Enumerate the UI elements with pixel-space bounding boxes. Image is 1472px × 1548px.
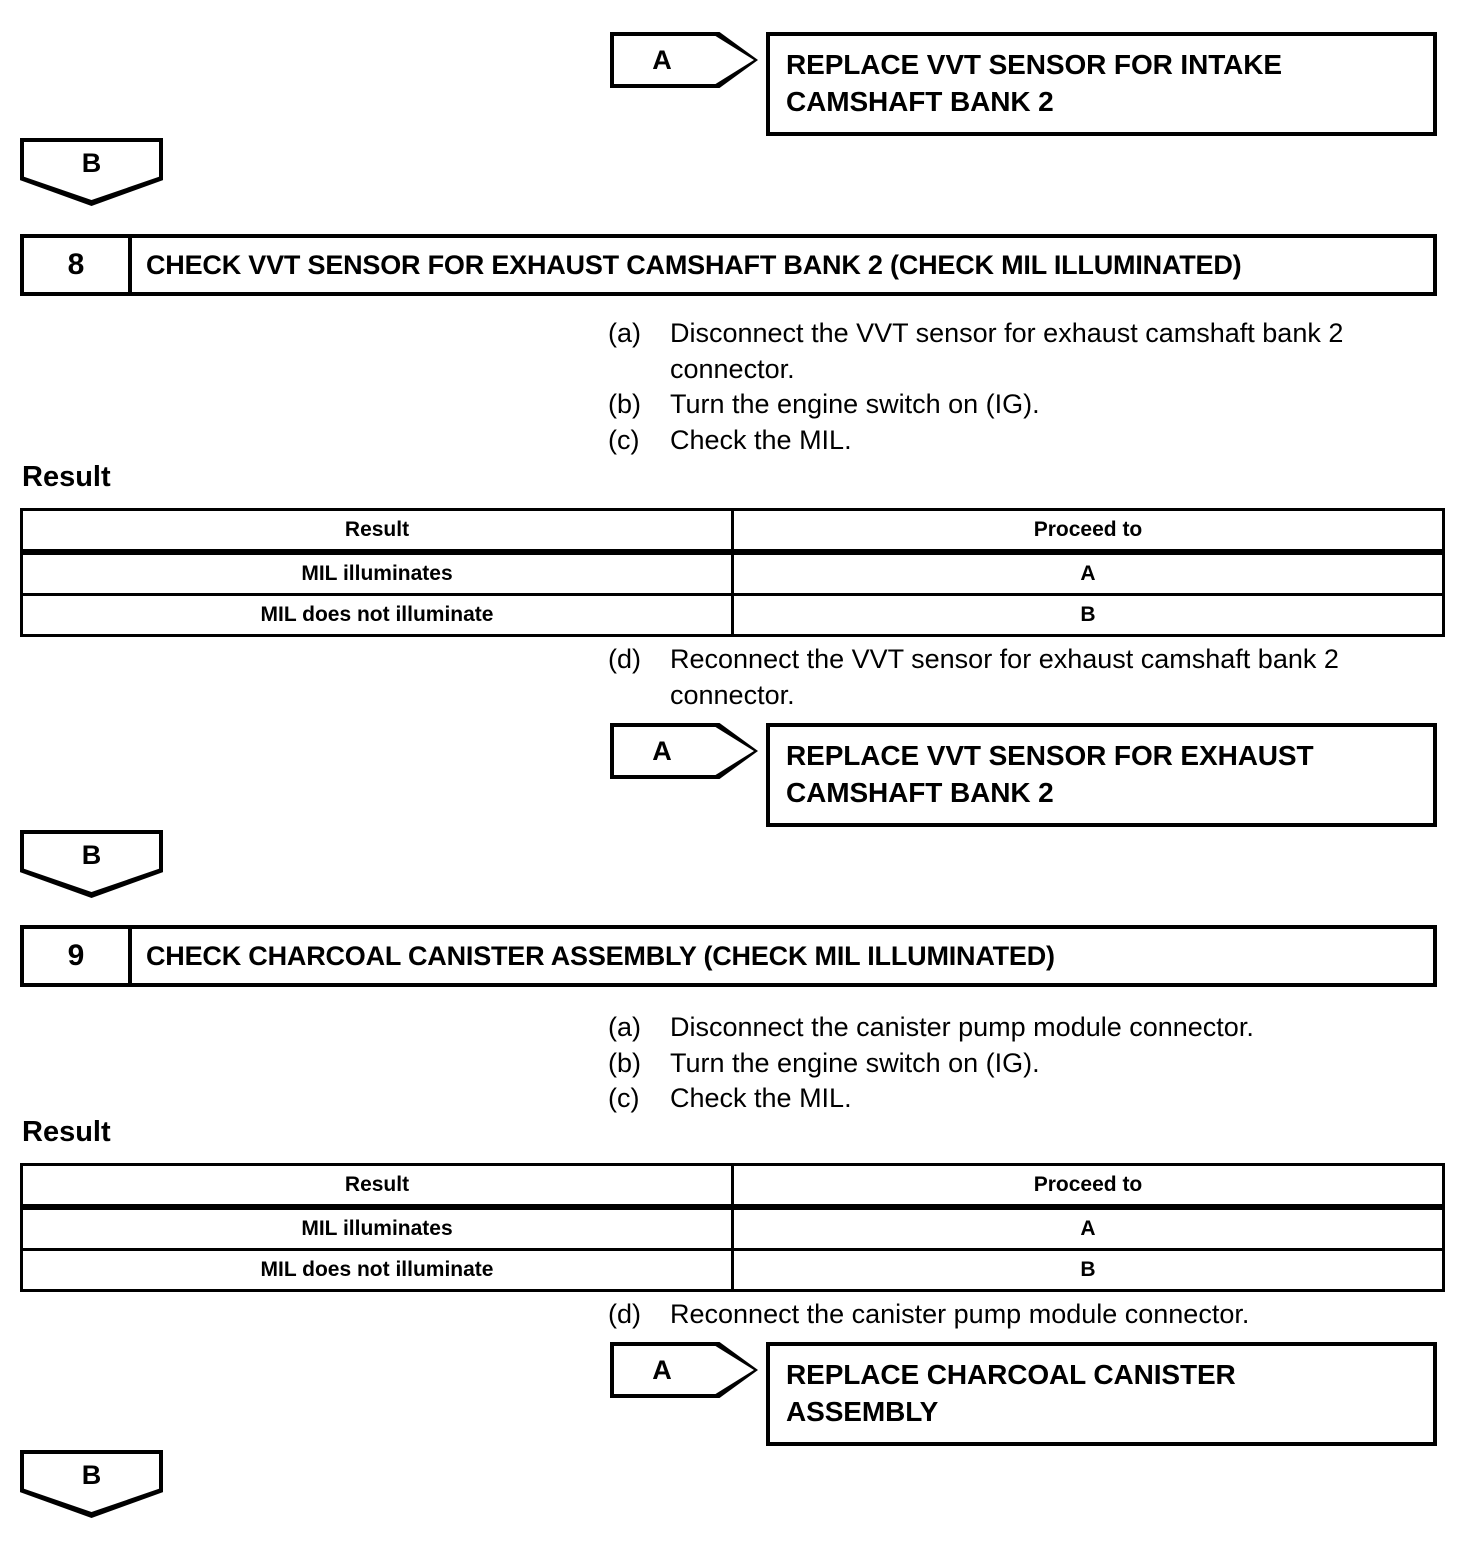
cell-result: MIL illuminates [20, 552, 734, 596]
column-header-result: Result [20, 1163, 734, 1207]
connector-a-label: A [652, 736, 672, 766]
table-row: MIL does not illuminate B [20, 1248, 1445, 1292]
step-9-post-instruction: (d) Reconnect the canister pump module c… [608, 1297, 1448, 1333]
table-header-row: Result Proceed to [20, 508, 1445, 552]
step-8-result-table: Result Proceed to MIL illuminates A MIL … [20, 508, 1445, 637]
step-9-result-table: Result Proceed to MIL illuminates A MIL … [20, 1163, 1445, 1292]
instruction-item: (a) Disconnect the canister pump module … [608, 1010, 1448, 1046]
instruction-marker: (a) [608, 318, 641, 348]
instruction-item: (b) Turn the engine switch on (IG). [608, 387, 1448, 423]
table-double-rule [21, 549, 1444, 554]
connector-b-top-label: B [81, 148, 102, 178]
cell-proceed: A [731, 552, 1445, 596]
double-rule-right [732, 1204, 1444, 1209]
instruction-text: Check the MIL. [670, 1083, 852, 1114]
replace-canister-box: REPLACE CHARCOAL CANISTER ASSEMBLY [766, 1342, 1437, 1446]
instruction-marker: (d) [608, 1299, 641, 1329]
step-8-result-caption: Result [22, 461, 111, 493]
instruction-item: (c) Check the MIL. [608, 423, 1448, 459]
table-row: MIL illuminates A [20, 1207, 1445, 1251]
table-row: MIL does not illuminate B [20, 593, 1445, 637]
replace-intake-line2: CAMSHAFT BANK 2 [786, 85, 1054, 117]
replace-exhaust-block: A REPLACE VVT SENSOR FOR EXHAUST CAMSHAF… [610, 723, 1437, 827]
cell-result: MIL does not illuminate [20, 1248, 734, 1292]
step-8-instructions: (a) Disconnect the VVT sensor for exhaus… [608, 316, 1448, 459]
instruction-text: Reconnect the canister pump module conne… [670, 1299, 1250, 1329]
step-8-title: CHECK VVT SENSOR FOR EXHAUST CAMSHAFT BA… [146, 249, 1242, 280]
instruction-text: Check the MIL. [670, 424, 852, 455]
connector-b-bottom-label: B [81, 1460, 102, 1490]
double-rule-right [732, 549, 1444, 554]
connector-b-bottom-icon[interactable]: B [20, 1450, 163, 1518]
step-9-result-caption: Result [22, 1116, 111, 1148]
instruction-text: Turn the engine switch on (IG). [670, 389, 1040, 420]
step-8-header: 8 CHECK VVT SENSOR FOR EXHAUST CAMSHAFT … [20, 234, 1437, 296]
column-header-proceed: Proceed to [731, 1163, 1445, 1207]
cell-result: MIL does not illuminate [20, 593, 734, 637]
instruction-item: (d) Reconnect the canister pump module c… [608, 1297, 1448, 1333]
column-header-proceed: Proceed to [731, 508, 1445, 552]
instruction-text: Disconnect the canister pump module conn… [670, 1012, 1254, 1042]
replace-intake-block: A REPLACE VVT SENSOR FOR INTAKE CAMSHAFT… [610, 32, 1437, 136]
step-9-number: 9 [24, 929, 132, 983]
instruction-text: Reconnect the VVT sensor for exhaust cam… [670, 644, 1339, 710]
connector-a-icon[interactable]: A [610, 32, 758, 88]
step-9-instructions: (a) Disconnect the canister pump module … [608, 1010, 1448, 1117]
replace-intake-box: REPLACE VVT SENSOR FOR INTAKE CAMSHAFT B… [766, 32, 1437, 136]
instruction-item: (d) Reconnect the VVT sensor for exhaust… [608, 642, 1448, 713]
step-9-title: CHECK CHARCOAL CANISTER ASSEMBLY (CHECK … [146, 940, 1055, 971]
instruction-marker: (d) [608, 644, 641, 674]
connector-a-icon[interactable]: A [610, 1342, 758, 1398]
replace-canister-line1: REPLACE CHARCOAL CANISTER [786, 1359, 1236, 1390]
replace-intake-line1: REPLACE VVT SENSOR FOR INTAKE [786, 49, 1282, 80]
instruction-item: (a) Disconnect the VVT sensor for exhaus… [608, 316, 1448, 387]
instruction-text: Turn the engine switch on (IG). [670, 1047, 1040, 1078]
cell-proceed: A [731, 1207, 1445, 1251]
instruction-marker: (b) [608, 389, 641, 420]
table-row: MIL illuminates A [20, 552, 1445, 596]
step-8-post-instruction: (d) Reconnect the VVT sensor for exhaust… [608, 642, 1448, 713]
column-header-result: Result [20, 508, 734, 552]
instruction-item: (b) Turn the engine switch on (IG). [608, 1046, 1448, 1082]
double-rule-left [21, 1204, 733, 1209]
table-header-row: Result Proceed to [20, 1163, 1445, 1207]
cell-proceed: B [731, 593, 1445, 637]
connector-a-label: A [652, 45, 672, 75]
connector-b-mid-icon[interactable]: B [20, 830, 163, 898]
instruction-item: (c) Check the MIL. [608, 1081, 1448, 1117]
cell-result: MIL illuminates [20, 1207, 734, 1251]
connector-b-mid-label: B [81, 840, 102, 870]
step-8-number: 8 [24, 238, 132, 292]
instruction-marker: (c) [608, 424, 640, 455]
instruction-marker: (c) [608, 1083, 640, 1114]
replace-exhaust-line2: CAMSHAFT BANK 2 [786, 776, 1054, 808]
connector-b-top-icon[interactable]: B [20, 138, 163, 206]
instruction-text: Disconnect the VVT sensor for exhaust ca… [670, 318, 1344, 384]
instruction-marker: (b) [608, 1047, 641, 1078]
instruction-marker: (a) [608, 1012, 641, 1042]
cell-proceed: B [731, 1248, 1445, 1292]
replace-exhaust-box: REPLACE VVT SENSOR FOR EXHAUST CAMSHAFT … [766, 723, 1437, 827]
connector-a-icon[interactable]: A [610, 723, 758, 779]
replace-exhaust-line1: REPLACE VVT SENSOR FOR EXHAUST [786, 740, 1314, 771]
step-9-header: 9 CHECK CHARCOAL CANISTER ASSEMBLY (CHEC… [20, 925, 1437, 987]
table-double-rule [21, 1204, 1444, 1209]
connector-a-label: A [652, 1355, 672, 1385]
double-rule-left [21, 549, 733, 554]
replace-canister-block: A REPLACE CHARCOAL CANISTER ASSEMBLY [610, 1342, 1437, 1446]
replace-canister-line2: ASSEMBLY [786, 1395, 939, 1427]
